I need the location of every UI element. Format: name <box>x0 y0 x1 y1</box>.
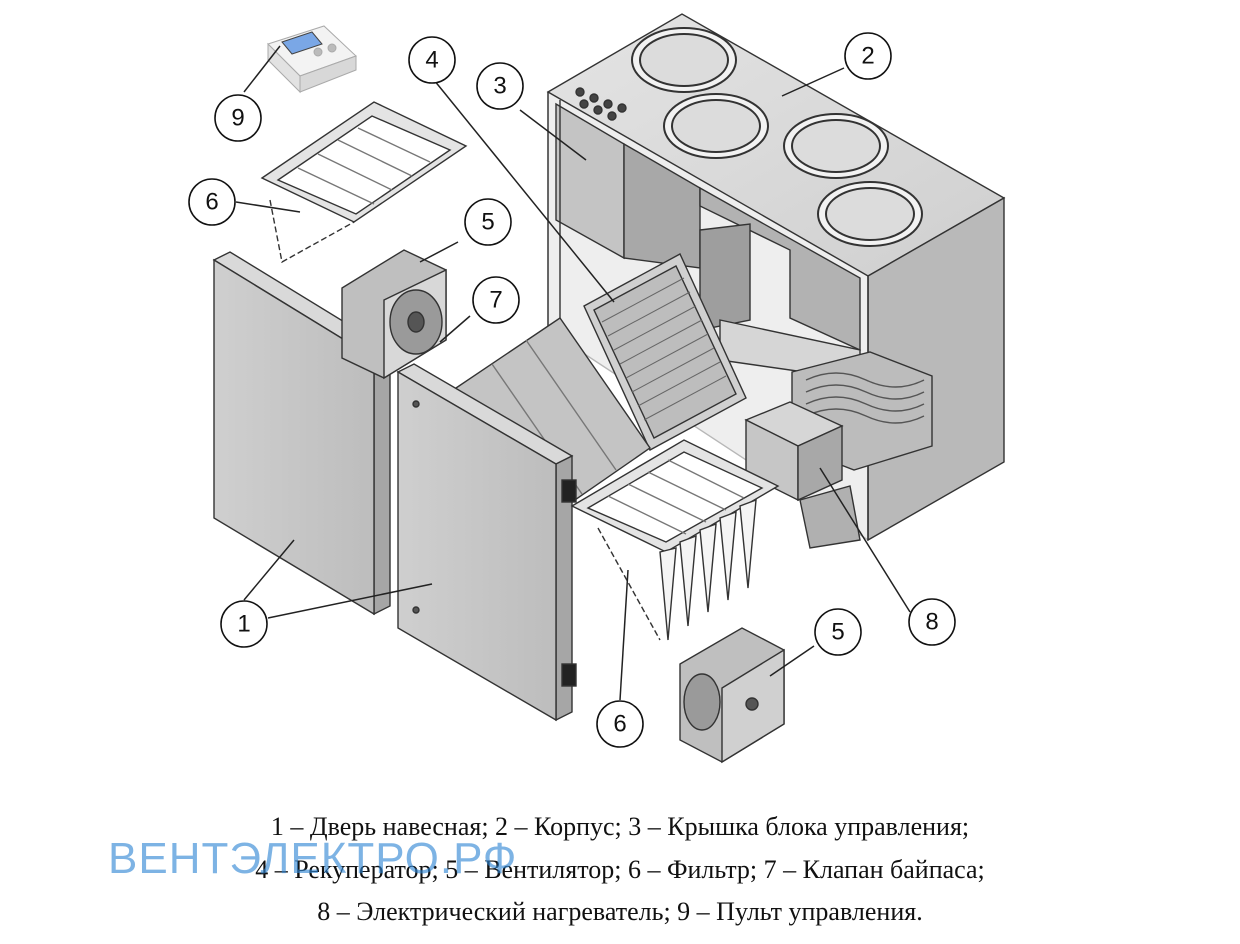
svg-text:6: 6 <box>613 711 626 738</box>
callout-6-upper: 6 <box>188 178 236 226</box>
electric-heater <box>744 351 933 549</box>
svg-text:2: 2 <box>861 43 874 70</box>
callout-1: 1 <box>220 600 268 648</box>
callout-8: 8 <box>908 598 956 646</box>
callout-5-upper: 5 <box>464 198 512 246</box>
svg-text:5: 5 <box>481 209 494 236</box>
control-panel <box>267 25 357 94</box>
svg-text:8: 8 <box>925 609 938 636</box>
fan-upper <box>341 249 447 380</box>
recuperator <box>583 253 747 451</box>
callout-4: 4 <box>408 36 456 84</box>
svg-text:1: 1 <box>237 611 250 638</box>
callout-6-lower: 6 <box>596 700 644 748</box>
callout-5-lower: 5 <box>814 608 862 656</box>
callout-9: 9 <box>214 94 262 142</box>
spigots <box>631 27 923 247</box>
hinged-door-left <box>212 251 392 616</box>
hinged-door-right <box>396 363 577 722</box>
filter-upper <box>260 101 468 264</box>
svg-text:3: 3 <box>493 73 506 100</box>
exploded-view-diagram: 9 6 4 3 2 5 7 1 6 5 8 <box>188 13 1006 764</box>
fan-lower <box>679 627 785 764</box>
caption-line-1: 1 – Дверь навесная; 2 – Корпус; 3 – Крыш… <box>270 812 970 841</box>
callout-3: 3 <box>476 62 524 110</box>
leader-lines <box>235 45 911 701</box>
caption-line-2: 4 – Рекуператор; 5 – Вентилятор; 6 – Фил… <box>255 855 985 884</box>
caption-line-3: 8 – Электрический нагреватель; 9 – Пульт… <box>317 897 923 926</box>
svg-text:6: 6 <box>205 189 218 216</box>
svg-text:4: 4 <box>425 47 438 74</box>
svg-text:7: 7 <box>489 287 502 314</box>
filter-lower <box>570 439 780 641</box>
svg-text:9: 9 <box>231 105 244 132</box>
watermark: ВЕНТЭЛЕКТРО.РФ <box>108 834 518 883</box>
svg-text:5: 5 <box>831 619 844 646</box>
callout-7: 7 <box>472 276 520 324</box>
callout-2: 2 <box>844 32 892 80</box>
